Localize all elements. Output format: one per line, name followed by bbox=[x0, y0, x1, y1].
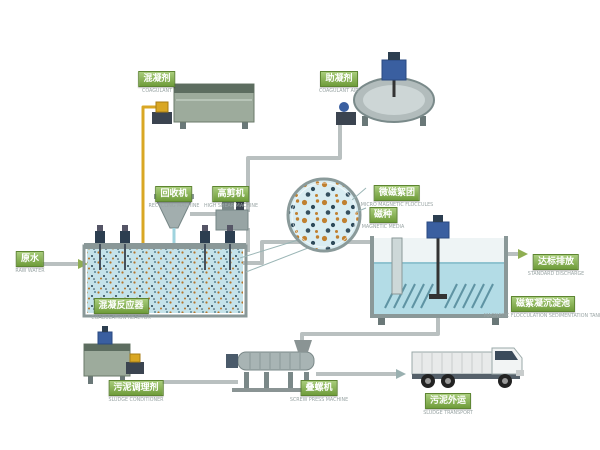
label-magnetic-seed: 磁种 MAGNETIC MEDIA bbox=[356, 202, 409, 231]
label-micro-magnetic-floc-zh: 微磁絮团 bbox=[373, 185, 420, 201]
pipe-coagulant-aid-line bbox=[246, 122, 342, 212]
label-standard-discharge: 达标排放 STANDARD DISCHARGE bbox=[521, 249, 592, 278]
label-sludge-transport: 污泥外运 SLUDGE TRANSPORT bbox=[417, 388, 479, 417]
label-high-shear-zh: 高剪机 bbox=[212, 186, 250, 202]
label-sludge-transport-zh: 污泥外运 bbox=[424, 393, 472, 409]
label-raw-water-zh: 原水 bbox=[15, 251, 45, 267]
effluent-flow-arrow bbox=[518, 249, 528, 259]
label-sedimentation-tank-en: MAGNETIC FLOCCULATION SEDIMENTATION TANK bbox=[483, 313, 600, 319]
label-coagulant-en: COAGULANT bbox=[141, 88, 173, 94]
pipe-coagulant-dosing bbox=[141, 105, 156, 248]
lamella-plates bbox=[384, 283, 494, 309]
label-sedimentation-tank: 磁絮凝沉淀池 MAGNETIC FLOCCULATION SEDIMENTATI… bbox=[469, 291, 600, 320]
label-magnetic-seed-zh: 磁种 bbox=[368, 207, 398, 223]
label-sludge-conditioner-en: SLUDGE CONDITIONER bbox=[108, 397, 164, 403]
label-high-shear-en: HIGH SHEAR MACHINE bbox=[203, 203, 259, 209]
label-coagulant-zh: 混凝剂 bbox=[138, 71, 176, 87]
label-magnetic-seed-en: MAGNETIC MEDIA bbox=[361, 224, 405, 230]
label-screw-press: 叠螺机 SCREW PRESS MACHINE bbox=[283, 375, 356, 404]
zoom-detail-circle bbox=[239, 177, 367, 273]
coagulant-tank bbox=[173, 83, 255, 129]
coagulant-dosing-pump bbox=[152, 101, 172, 124]
label-raw-water: 原水 RAW WATER bbox=[12, 246, 48, 275]
label-coagulant-aid-zh: 助凝剂 bbox=[320, 71, 358, 87]
label-sludge-conditioner-zh: 污泥调理剂 bbox=[108, 380, 164, 396]
label-coagulant-aid: 助凝剂 COAGULANT AID bbox=[314, 66, 364, 95]
label-standard-discharge-en: STANDARD DISCHARGE bbox=[527, 271, 585, 277]
label-sludge-conditioner: 污泥调理剂 SLUDGE CONDITIONER bbox=[102, 375, 171, 404]
sludge-flow-arrow bbox=[396, 369, 406, 379]
label-micro-magnetic-floc: 微磁絮团 MICRO MAGNETIC FLOCCULES bbox=[352, 180, 443, 209]
pipe-sludge-line bbox=[300, 314, 440, 348]
label-sedimentation-tank-zh: 磁絮凝沉淀池 bbox=[510, 296, 576, 312]
label-sludge-transport-en: SLUDGE TRANSPORT bbox=[423, 410, 473, 416]
label-coagulant: 混凝剂 COAGULANT bbox=[138, 66, 176, 95]
label-recycling-machine: 回收机 RECYCLING MACHINE bbox=[142, 181, 206, 210]
label-coagulant-aid-en: COAGULANT AID bbox=[319, 88, 359, 94]
sludge-conditioner bbox=[83, 326, 144, 384]
label-screw-press-en: SCREW PRESS MACHINE bbox=[289, 397, 349, 403]
label-high-shear: 高剪机 HIGH SHEAR MACHINE bbox=[197, 181, 265, 210]
label-screw-press-zh: 叠螺机 bbox=[300, 380, 338, 396]
label-coagulation-reactor: 混凝反应器 COAGULATION REACTOR bbox=[84, 293, 158, 322]
label-raw-water-en: RAW WATER bbox=[15, 268, 45, 274]
label-coagulation-reactor-en: COAGULATION REACTOR bbox=[91, 315, 151, 321]
label-recycling-machine-en: RECYCLING MACHINE bbox=[148, 203, 200, 209]
reactor-mixers bbox=[95, 225, 235, 270]
sludge-truck bbox=[411, 347, 524, 388]
coagulant-aid-unit bbox=[336, 52, 435, 126]
label-coagulation-reactor-zh: 混凝反应器 bbox=[93, 298, 149, 314]
sedimentation-tank bbox=[370, 215, 508, 325]
label-micro-magnetic-floc-en: MICRO MAGNETIC FLOCCULES bbox=[360, 202, 434, 208]
high-shear-machine bbox=[215, 198, 249, 231]
label-standard-discharge-zh: 达标排放 bbox=[532, 254, 579, 270]
label-recycling-machine-zh: 回收机 bbox=[155, 186, 193, 202]
